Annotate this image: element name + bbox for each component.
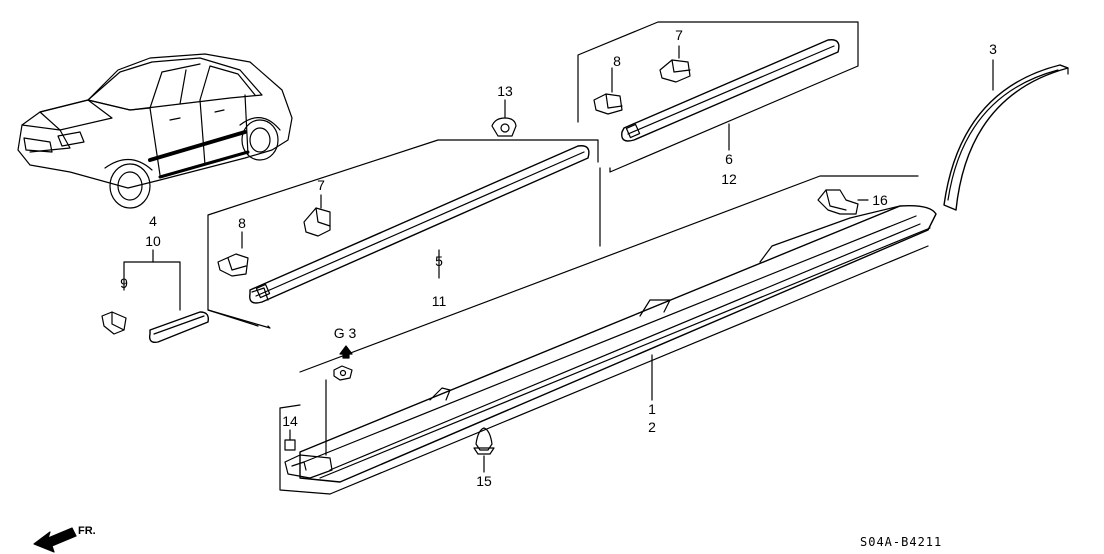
callout-7-front: 7 bbox=[317, 177, 325, 193]
part-1-2-side-sill bbox=[279, 175, 937, 495]
g3-reference bbox=[333, 345, 353, 381]
callout-10: 10 bbox=[145, 233, 161, 249]
part-7-clip-front bbox=[303, 194, 331, 237]
part-14-clip bbox=[284, 429, 296, 451]
diagram-code: S04A-B4211 bbox=[860, 535, 942, 549]
part-8-clip-front bbox=[217, 231, 249, 277]
callout-13: 13 bbox=[497, 83, 513, 99]
part-8-clip-rear bbox=[593, 67, 623, 115]
callout-2: 2 bbox=[648, 419, 656, 435]
door-molding-box-rear bbox=[577, 21, 859, 173]
callout-9: 9 bbox=[120, 275, 128, 291]
callout-3: 3 bbox=[989, 41, 997, 57]
part-13-clip bbox=[491, 99, 517, 137]
door-molding-box-front bbox=[207, 139, 601, 329]
callout-1: 1 bbox=[648, 401, 656, 417]
callout-labels: 1 2 3 4 10 9 5 11 6 12 7 7 8 8 13 14 15 … bbox=[78, 27, 997, 549]
part-6-12-door-molding bbox=[621, 39, 840, 151]
part-16-clip bbox=[817, 189, 869, 215]
callout-16: 16 bbox=[872, 192, 888, 208]
callout-12: 12 bbox=[721, 171, 737, 187]
callout-6: 6 bbox=[725, 151, 733, 167]
callout-5: 5 bbox=[435, 253, 443, 269]
part-5-11-door-molding bbox=[249, 145, 590, 304]
front-direction-label: FR. bbox=[78, 525, 96, 537]
callout-11: 11 bbox=[432, 293, 447, 309]
callout-8-rear: 8 bbox=[613, 53, 621, 69]
front-direction-arrow bbox=[33, 527, 77, 553]
callout-15: 15 bbox=[476, 473, 492, 489]
callout-4: 4 bbox=[149, 213, 157, 229]
car-illustration bbox=[17, 53, 293, 209]
part-7-clip-rear bbox=[659, 45, 691, 83]
part-4-10-group bbox=[101, 249, 210, 344]
g3-label: G 3 bbox=[334, 325, 357, 341]
part-3-wheel-arch-molding bbox=[943, 59, 1069, 211]
callout-14: 14 bbox=[282, 413, 298, 429]
part-15-clip bbox=[473, 427, 495, 473]
callout-8-front: 8 bbox=[238, 215, 246, 231]
callout-7-rear: 7 bbox=[675, 27, 683, 43]
